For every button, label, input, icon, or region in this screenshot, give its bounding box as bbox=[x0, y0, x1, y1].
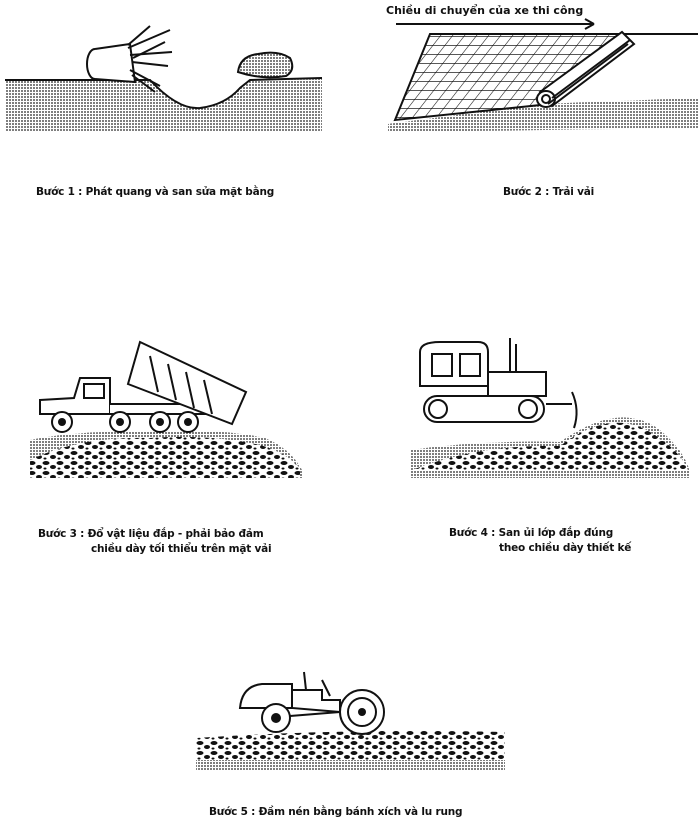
step1-clearing-scene bbox=[5, 26, 322, 132]
dump-truck-icon bbox=[40, 342, 246, 432]
step3-caption-line1: Bước 3 : Đổ vật liệu đắp - phải bảo đảm bbox=[38, 528, 263, 540]
rock-icon bbox=[238, 53, 292, 78]
step4-caption-line1: Bước 4 : San ủi lớp đắp đúng bbox=[449, 527, 613, 539]
bulldozer-icon bbox=[420, 338, 577, 428]
step2-geotextile-scene bbox=[388, 19, 698, 132]
direction-arrow-icon bbox=[396, 19, 594, 29]
step4-caption-line2: theo chiều dày thiết kế bbox=[499, 542, 631, 554]
step2-caption: Bước 2 : Trải vải bbox=[503, 186, 594, 198]
movement-direction-label: Chiều di chuyển của xe thi công bbox=[386, 4, 583, 17]
vibratory-roller-icon bbox=[240, 672, 384, 734]
roller-cab bbox=[240, 684, 292, 708]
step5-compaction-scene bbox=[196, 672, 505, 770]
step4-grading-scene bbox=[410, 338, 690, 478]
compacted-layer bbox=[196, 731, 505, 760]
step1-ground bbox=[5, 78, 322, 132]
step3-dumping-scene bbox=[30, 342, 302, 478]
step3-caption-line2: chiều dày tối thiểu trên mặt vải bbox=[91, 543, 271, 555]
step5-caption: Bước 5 : Đầm nén bằng bánh xích và lu ru… bbox=[209, 806, 462, 818]
dozer-blade bbox=[572, 392, 577, 428]
step1-caption: Bước 1 : Phát quang và san sửa mặt bằng bbox=[36, 186, 274, 198]
